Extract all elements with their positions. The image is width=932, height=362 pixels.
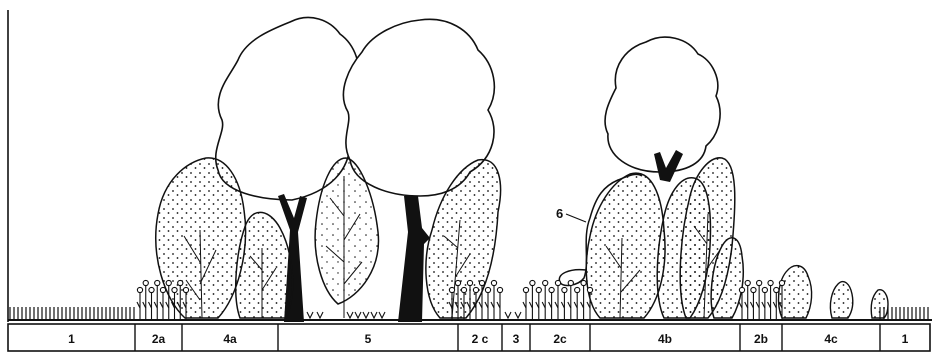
zone-label-z2c1: 2 c [472,332,489,346]
zone-band-frame [8,324,930,351]
seedling-mark [317,312,323,318]
herb-group [523,280,593,320]
seedling-mark [355,312,361,318]
zone-label-z2c2: 2c [553,332,567,346]
seedling-mark [505,312,511,318]
tree-4b [605,37,720,182]
callout-label: 6 [556,206,563,221]
seedling-mark [363,312,369,318]
grass-patch [10,307,134,320]
tree-right-trunk [398,196,430,322]
shrub-4b-left [586,173,665,318]
zone-label-z2a: 2a [152,332,166,346]
tree-4b-canopy [605,37,720,172]
seedling-mark [371,312,377,318]
zone-label-z4a: 4a [223,332,237,346]
seedling-mark [379,312,385,318]
herb-group [739,280,785,320]
shrub-4c-large [779,266,812,318]
zone-label-z1b: 1 [902,332,909,346]
shrub-4a-small [236,212,293,318]
zone-label-z3: 3 [513,332,520,346]
shrub-4c-medium [830,282,852,318]
callout-leader [566,214,586,222]
zone-label-z2b: 2b [754,332,768,346]
seedling-mark [347,312,353,318]
zone-label-z4b: 4b [658,332,672,346]
zone-label-z5: 5 [365,332,372,346]
zone-band: 1 2a 4a 5 2 c 3 2c 4b 2b 4c 1 [8,324,930,351]
zone-label-z4c: 4c [824,332,838,346]
seedling-mark [307,312,313,318]
seedling-mark [515,312,521,318]
shrub-4c-small [871,290,888,318]
zone-label-z1a: 1 [68,332,75,346]
